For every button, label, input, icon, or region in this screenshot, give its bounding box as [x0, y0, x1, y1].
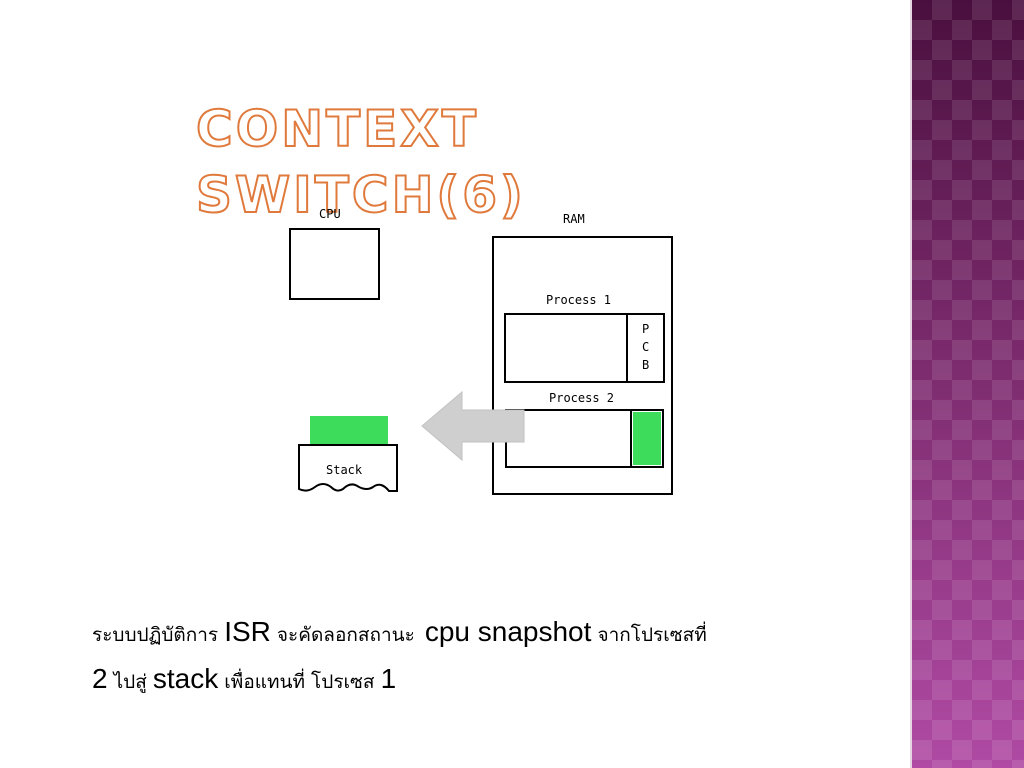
caption-stack: stack [152, 663, 219, 694]
caption-part: จากโปรเซสที่ [597, 624, 707, 646]
pcb-letter-b: B [642, 358, 650, 372]
caption-part: ระบบปฏิบัติการ [92, 624, 219, 646]
side-panel-edge [910, 0, 913, 768]
caption-isr: ISR [224, 616, 271, 647]
caption-line-1: ระบบปฏิบัติการ ISR จะคัดลอกสถานะ cpu snap… [92, 610, 892, 657]
pcb-box [626, 313, 665, 383]
process-1-label: Process 1 [546, 293, 612, 307]
side-decor-panel [912, 0, 1024, 768]
cpu-label: CPU [319, 207, 341, 221]
process-1-box [504, 313, 628, 383]
cpu-box [289, 228, 380, 300]
caption-number-1: 1 [380, 663, 397, 694]
caption-part: จะคัดลอกสถานะ [276, 624, 415, 646]
slide-title: CONTEXT SWITCH(6) [195, 99, 526, 225]
pcb-letter-c: C [642, 340, 650, 354]
caption-line-2: 2 ไปสู่ stack เพื่อแทนที่ โปรเซส 1 [92, 657, 892, 704]
caption-part: ไปสู่ [113, 671, 147, 693]
caption-cpu-snapshot: cpu snapshot [424, 616, 592, 647]
caption-text: ระบบปฏิบัติการ ISR จะคัดลอกสถานะ cpu snap… [92, 610, 892, 704]
process-2-cpu-snapshot [633, 412, 661, 465]
caption-number-2: 2 [92, 663, 108, 694]
process-2-label: Process 2 [549, 391, 615, 405]
stack-label: Stack [326, 463, 363, 477]
pcb-letter-p: P [642, 322, 650, 336]
left-arrow-icon [421, 390, 525, 462]
caption-part: เพื่อแทนที่ โปรเซส [224, 671, 375, 693]
stack-snapshot [310, 416, 388, 445]
stack-box [298, 444, 398, 492]
ram-label: RAM [563, 212, 585, 226]
